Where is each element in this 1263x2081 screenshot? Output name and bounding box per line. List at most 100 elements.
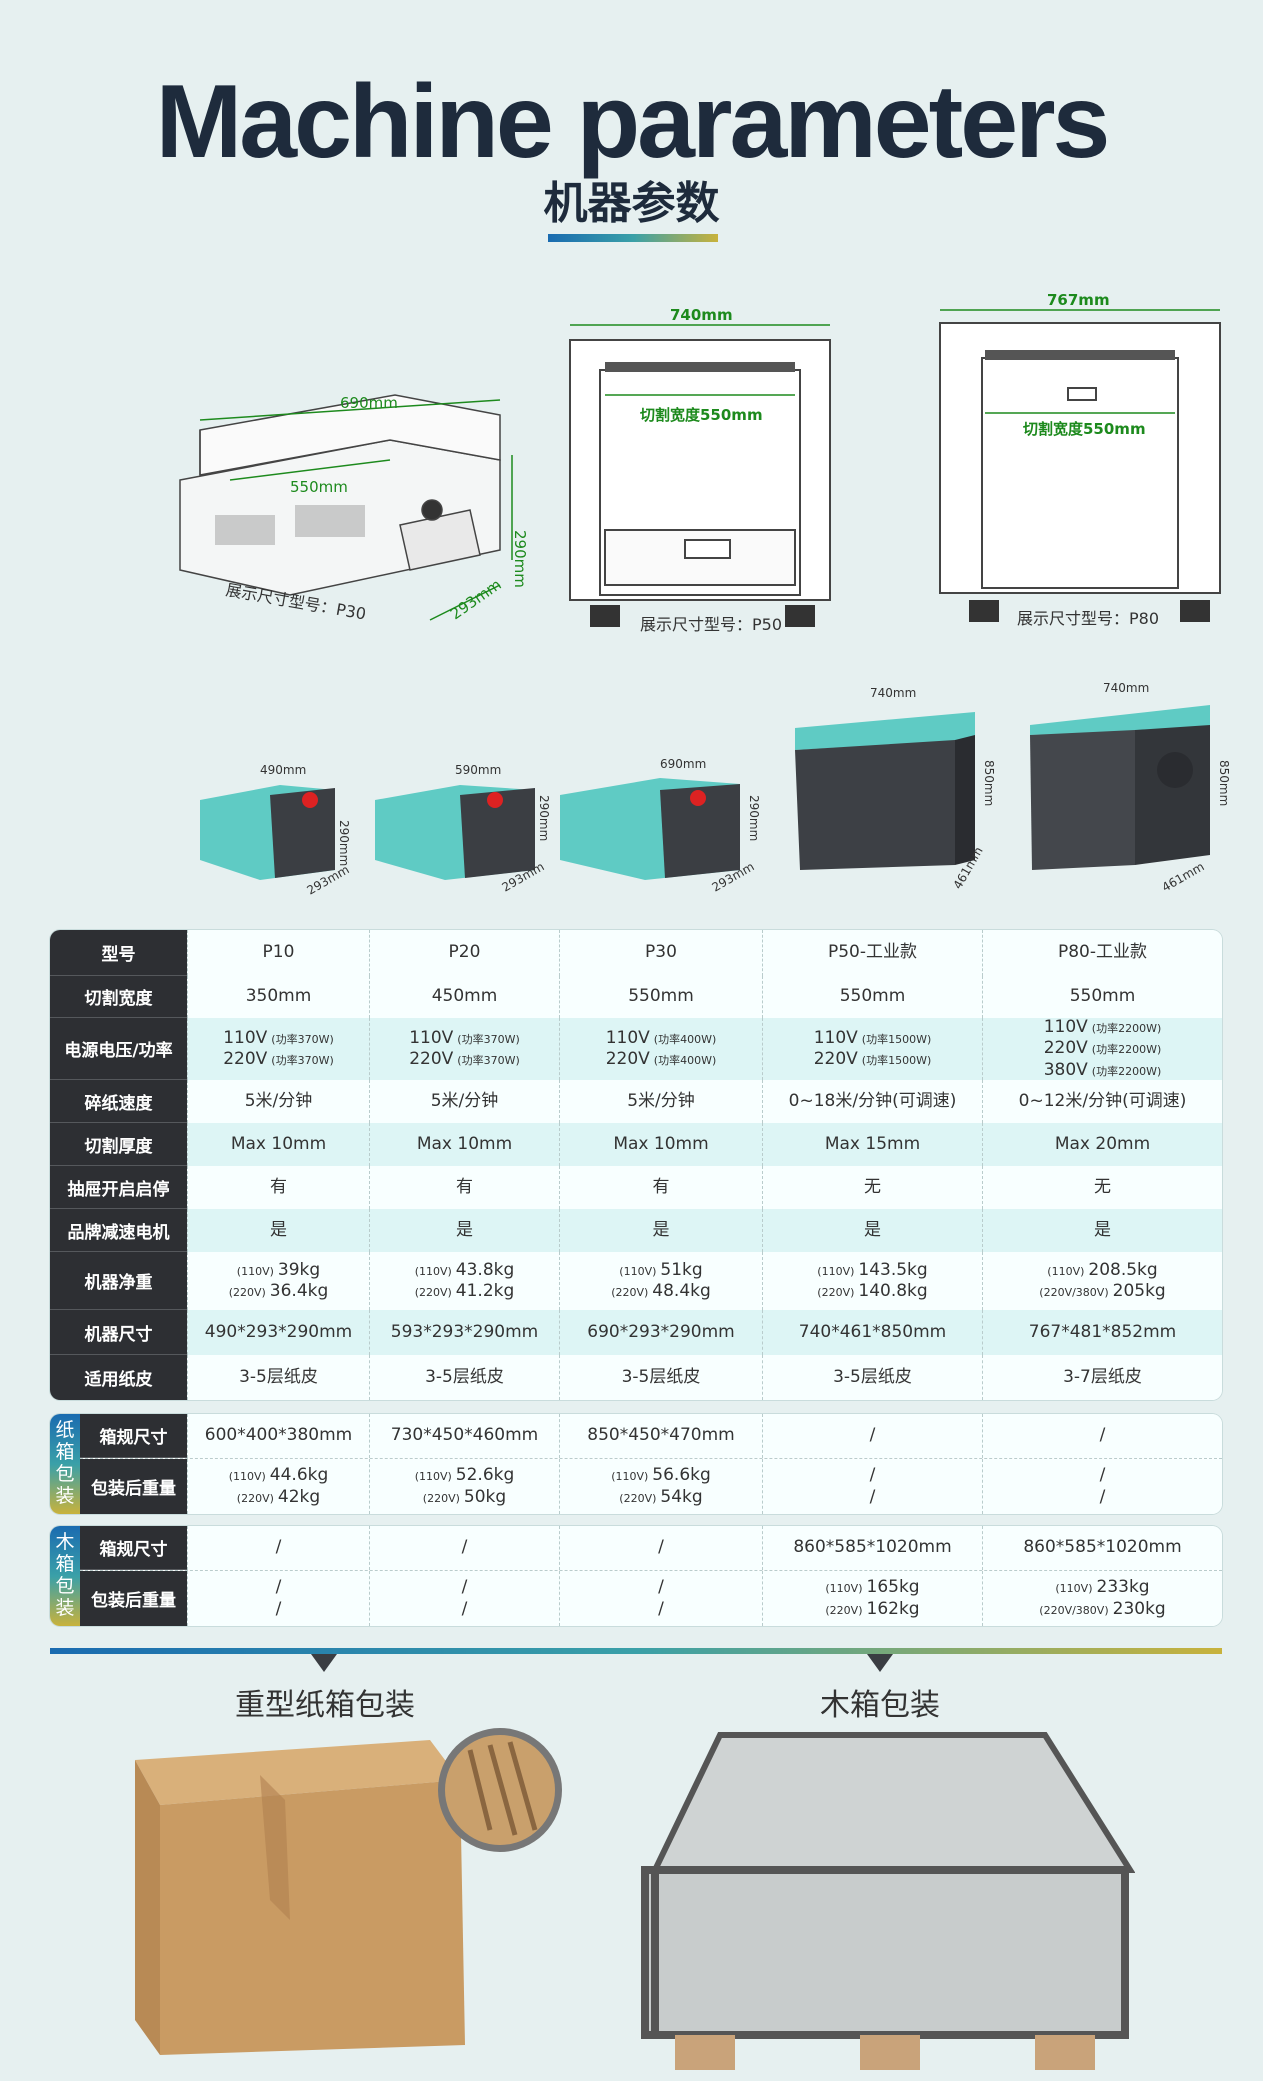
power-cell: 110V(功率370W) 220V(功率370W) xyxy=(369,1018,559,1080)
p30-width-dim: 690mm xyxy=(340,394,398,412)
p30-drawing: 690mm 550mm 290mm 293mm 展示尺寸型号：P30 xyxy=(179,394,529,624)
power-cell: 110V(功率370W) 220V(功率370W) xyxy=(187,1018,369,1080)
p80-drawing: 767mm 切割宽度550mm 展示尺寸型号：P80 xyxy=(939,291,1221,628)
section-divider xyxy=(50,1648,1222,1654)
table-row: 品牌减速电机 是 是 是 是 是 xyxy=(50,1209,1222,1252)
photo-p50-width: 740mm xyxy=(870,686,916,700)
table-row: 箱规尺寸 / / / 860*585*1020mm 860*585*1020mm xyxy=(80,1526,1222,1570)
table-cell: 550mm xyxy=(559,976,762,1018)
photo-p80-height: 850mm xyxy=(1217,760,1231,806)
p30-cut-dim: 550mm xyxy=(290,478,348,496)
table-cell: 5米/分钟 xyxy=(559,1080,762,1123)
photo-p10: 490mm 290mm 293mm xyxy=(200,763,352,895)
table-cell: 3-5层纸皮 xyxy=(559,1355,762,1400)
photo-p10-height: 290mm xyxy=(337,820,351,866)
table-cell: / xyxy=(369,1526,559,1570)
weight-cell: (110V)233kg (220V/380V)230kg xyxy=(982,1571,1222,1626)
table-cell: 740*461*850mm xyxy=(762,1310,982,1355)
row-header: 切割宽度 xyxy=(50,976,187,1018)
table-cell: 850*450*470mm xyxy=(559,1414,762,1458)
table-cell: 是 xyxy=(982,1209,1222,1252)
weight-cell: (110V)56.6kg (220V)54kg xyxy=(559,1459,762,1514)
table-cell: 5米/分钟 xyxy=(187,1080,369,1123)
photo-p30-height: 290mm xyxy=(747,795,761,841)
row-header: 箱规尺寸 xyxy=(80,1526,187,1570)
weight-cell: / / xyxy=(559,1571,762,1626)
p80-width-dim: 767mm xyxy=(1047,291,1110,309)
table-cell: 3-5层纸皮 xyxy=(369,1355,559,1400)
table-cell: 有 xyxy=(559,1166,762,1209)
page-subtitle: 机器参数 xyxy=(543,178,720,229)
row-header: 箱规尺寸 xyxy=(80,1414,187,1458)
table-cell: 350mm xyxy=(187,976,369,1018)
row-header: 碎纸速度 xyxy=(50,1080,187,1123)
p30-depth-dim: 293mm xyxy=(447,575,505,623)
weight-cell: (110V)208.5kg (220V/380V)205kg xyxy=(982,1252,1222,1310)
p80-cut-dim: 切割宽度550mm xyxy=(1023,420,1146,438)
photo-p50: 740mm 850mm 461mm xyxy=(795,686,996,892)
table-cell: Max 20mm xyxy=(982,1123,1222,1166)
table-cell: Max 10mm xyxy=(369,1123,559,1166)
table-cell: 550mm xyxy=(982,976,1222,1018)
power-cell: 110V(功率1500W) 220V(功率1500W) xyxy=(762,1018,982,1080)
table-cell: 860*585*1020mm xyxy=(982,1526,1222,1570)
table-row: 切割宽度 350mm 450mm 550mm 550mm 550mm xyxy=(50,976,1222,1018)
table-cell: / xyxy=(982,1414,1222,1458)
p50-cut-dim: 切割宽度550mm xyxy=(640,406,763,424)
table-cell: 是 xyxy=(187,1209,369,1252)
weight-cell: (110V)143.5kg (220V)140.8kg xyxy=(762,1252,982,1310)
photo-p20-height: 290mm xyxy=(537,795,551,841)
machine-photos: 490mm 290mm 293mm 590mm 290mm 293mm 690m… xyxy=(200,681,1231,895)
table-cell: 490*293*290mm xyxy=(187,1310,369,1355)
table-row: 碎纸速度 5米/分钟 5米/分钟 5米/分钟 0~18米/分钟(可调速) 0~1… xyxy=(50,1080,1222,1123)
table-cell: 是 xyxy=(762,1209,982,1252)
table-row: 电源电压/功率 110V(功率370W) 220V(功率370W) 110V(功… xyxy=(50,1017,1222,1080)
table-row: 机器净重 (110V)39kg (220V)36.4kg (110V)43.8k… xyxy=(50,1252,1222,1310)
weight-cell: (110V)43.8kg (220V)41.2kg xyxy=(369,1252,559,1310)
table-cell: 3-7层纸皮 xyxy=(982,1355,1222,1400)
weight-cell: / / xyxy=(982,1459,1222,1514)
model-cell: P10 xyxy=(187,930,369,976)
carton-table: 纸箱包装 箱规尺寸 600*400*380mm 730*450*460mm 85… xyxy=(50,1414,1222,1514)
table-cell: 5米/分钟 xyxy=(369,1080,559,1123)
row-header: 包装后重量 xyxy=(80,1571,187,1626)
photo-p20-width: 590mm xyxy=(455,763,501,777)
p50-width-dim: 740mm xyxy=(670,306,733,324)
row-header: 抽屉开启启停 xyxy=(50,1166,187,1209)
table-cell: / xyxy=(187,1526,369,1570)
power-cell: 110V(功率2200W) 220V(功率2200W) 380V(功率2200W… xyxy=(982,1017,1222,1080)
row-header: 品牌减速电机 xyxy=(50,1209,187,1252)
title-underline xyxy=(548,234,718,242)
row-header: 机器净重 xyxy=(50,1252,187,1310)
weight-cell: (110V)44.6kg (220V)42kg xyxy=(187,1459,369,1514)
table-cell: 690*293*290mm xyxy=(559,1310,762,1355)
table-cell: 有 xyxy=(369,1166,559,1209)
wood-table: 木箱包装 箱规尺寸 / / / 860*585*1020mm 860*585*1… xyxy=(50,1526,1222,1626)
weight-cell: / / xyxy=(369,1571,559,1626)
table-cell: 0~12米/分钟(可调速) xyxy=(982,1080,1222,1123)
spec-table: 型号 P10 P20 P30 P50-工业款 P80-工业款 切割宽度 350m… xyxy=(50,930,1222,1400)
table-cell: 450mm xyxy=(369,976,559,1018)
table-cell: Max 10mm xyxy=(559,1123,762,1166)
row-header: 适用纸皮 xyxy=(50,1355,187,1400)
weight-cell: (110V)165kg (220V)162kg xyxy=(762,1571,982,1626)
row-header: 机器尺寸 xyxy=(50,1310,187,1355)
table-cell: 600*400*380mm xyxy=(187,1414,369,1458)
table-cell: 是 xyxy=(559,1209,762,1252)
model-cell: P80-工业款 xyxy=(982,930,1222,976)
page-title: Machine parameters xyxy=(155,64,1111,180)
table-cell: 860*585*1020mm xyxy=(762,1526,982,1570)
weight-cell: / / xyxy=(187,1571,369,1626)
table-cell: / xyxy=(559,1526,762,1570)
weight-cell: / / xyxy=(762,1459,982,1514)
table-cell: 是 xyxy=(369,1209,559,1252)
wood-pack-title: 木箱包装 xyxy=(820,1688,940,1723)
model-cell: P20 xyxy=(369,930,559,976)
photo-p80-depth: 461mm xyxy=(1160,859,1207,894)
photo-p30-width: 690mm xyxy=(660,757,706,771)
table-row: 切割厚度 Max 10mm Max 10mm Max 10mm Max 15mm… xyxy=(50,1123,1222,1166)
table-cell: 730*450*460mm xyxy=(369,1414,559,1458)
table-cell: 0~18米/分钟(可调速) xyxy=(762,1080,982,1123)
table-row: 机器尺寸 490*293*290mm 593*293*290mm 690*293… xyxy=(50,1310,1222,1355)
table-cell: 593*293*290mm xyxy=(369,1310,559,1355)
